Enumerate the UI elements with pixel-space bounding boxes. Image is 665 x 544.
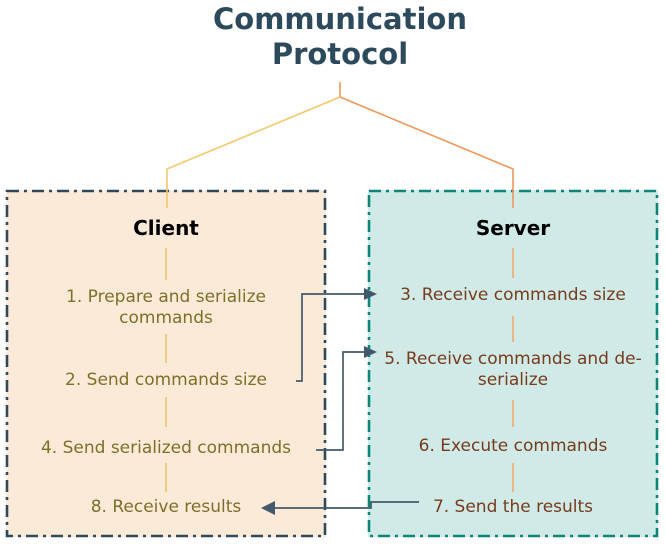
diagram-title: Communication Protocol — [212, 2, 467, 71]
client-step-4: 4. Send serialized commands — [6, 438, 326, 459]
client-step-2: 2. Send commands size — [6, 370, 326, 391]
server-step-7-label: 7. Send the results — [432, 497, 594, 517]
server-box-title: Server — [475, 216, 551, 240]
client-step-4-label: 4. Send serialized commands — [40, 438, 292, 458]
client-step-1-label: 1. Prepare and serialize commands — [66, 287, 266, 328]
server-box: Server 3. Receive commands size 5. Recei… — [368, 190, 658, 537]
client-box: Client 1. Prepare and serialize commands… — [6, 190, 326, 537]
client-step-8: 8. Receive results — [6, 497, 326, 518]
client-step-2-label: 2. Send commands size — [65, 370, 267, 390]
client-box-title: Client — [133, 216, 199, 240]
server-step-5-label: 5. Receive commands and de-serialize — [384, 349, 642, 390]
server-step-3-label: 3. Receive commands size — [400, 285, 626, 305]
server-step-6-label: 6. Execute commands — [418, 436, 608, 456]
client-step-8-label: 8. Receive results — [90, 497, 242, 517]
server-step-5: 5. Receive commands and de-serialize — [368, 349, 658, 391]
server-step-6: 6. Execute commands — [368, 436, 658, 457]
server-step-7: 7. Send the results — [368, 497, 658, 518]
server-step-3: 3. Receive commands size — [368, 285, 658, 306]
client-step-1: 1. Prepare and serialize commands — [6, 287, 326, 329]
